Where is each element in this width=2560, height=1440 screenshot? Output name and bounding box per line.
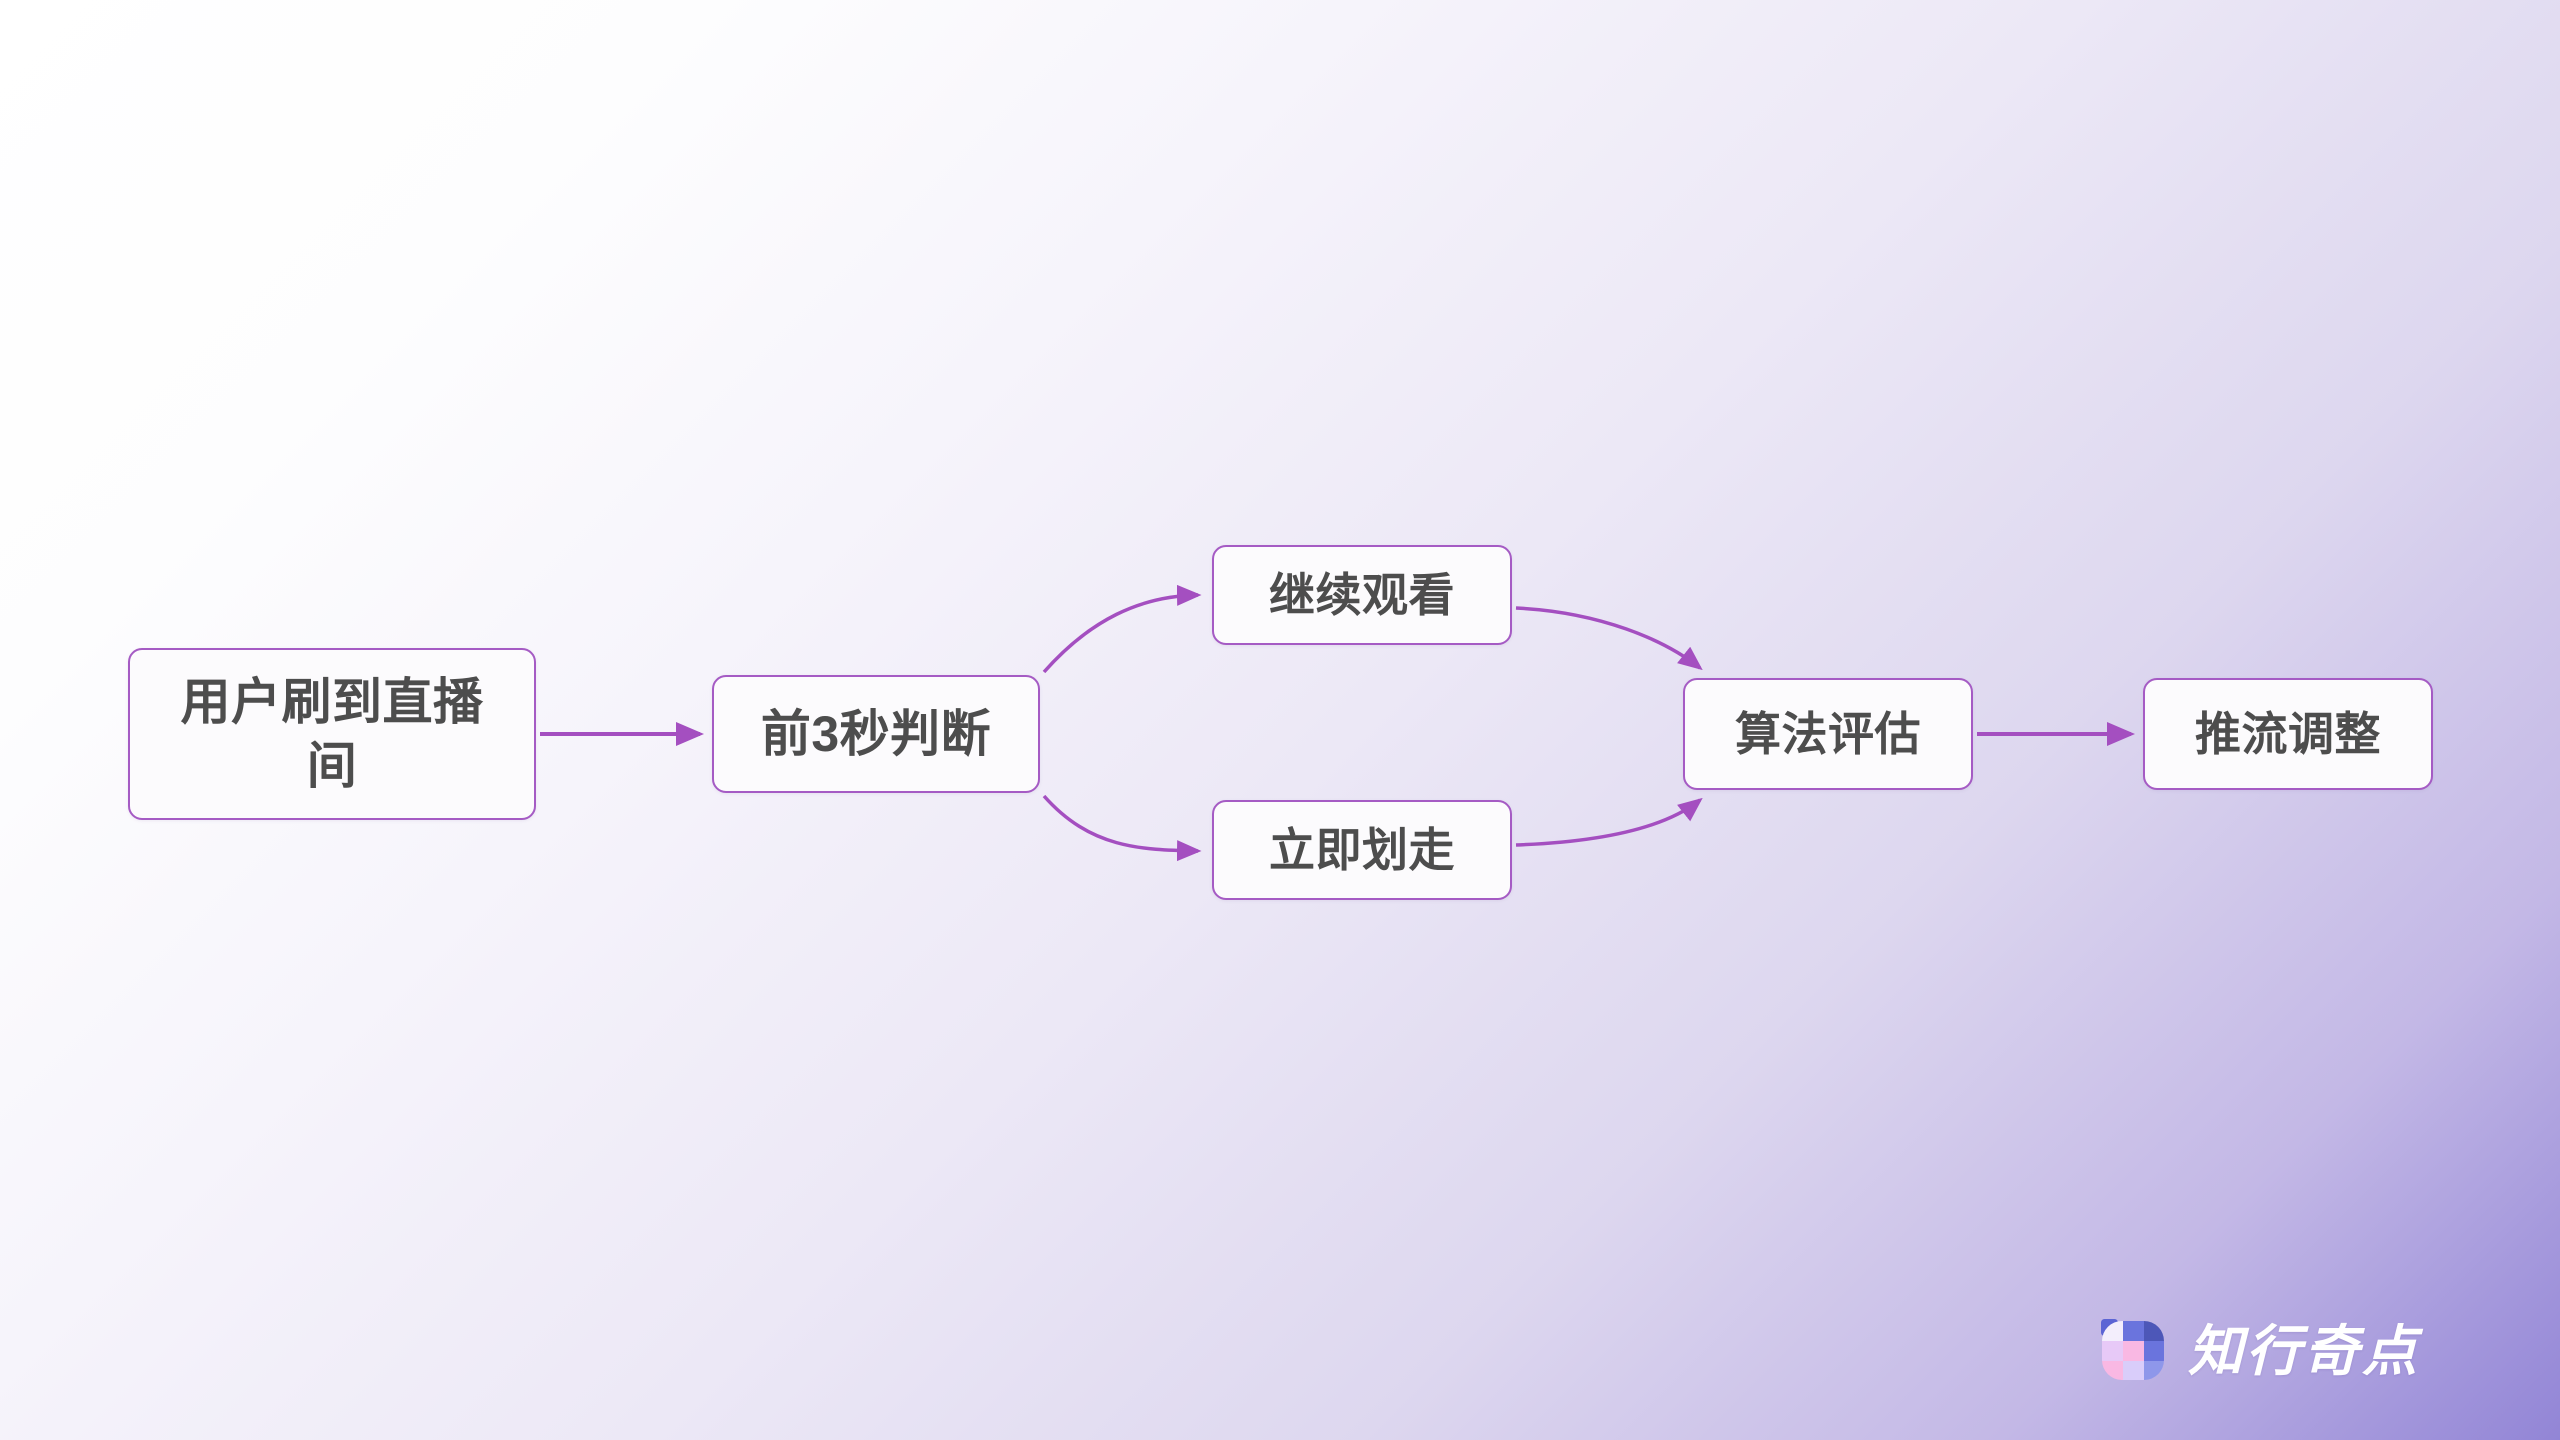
edge-watch-to-algo <box>1515 606 1703 671</box>
flow-node-continue-watching[interactable]: 继续观看 <box>1212 545 1512 645</box>
flow-node-judge-label: 前3秒判断 <box>760 706 992 762</box>
flow-node-stream-adjustment-label: 推流调整 <box>2195 707 2381 760</box>
edge-judge-to-swipe <box>1042 794 1202 862</box>
flow-node-algorithm-evaluation[interactable]: 算法评估 <box>1683 678 1973 790</box>
flow-node-algorithm-evaluation-label: 算法评估 <box>1735 707 1921 760</box>
watermark-brand-text: 知行奇点 <box>2188 1319 2421 1382</box>
flow-node-start[interactable]: 用户刷到直播 间 <box>128 648 536 820</box>
watermark: 知行奇点 <box>2100 1318 2420 1384</box>
edge-swipe-to-algo <box>1515 797 1703 847</box>
edge-judge-to-watch <box>1042 584 1202 674</box>
flow-node-stream-adjustment[interactable]: 推流调整 <box>2143 678 2433 790</box>
flow-node-judge[interactable]: 前3秒判断 <box>712 675 1040 793</box>
flow-node-swipe-away[interactable]: 立即划走 <box>1212 800 1512 900</box>
flow-node-swipe-away-label: 立即划走 <box>1269 823 1455 876</box>
squares-logo-icon <box>2101 1319 2164 1380</box>
flow-node-continue-watching-label: 继续观看 <box>1269 568 1455 621</box>
flow-node-start-label: 用户刷到直播 间 <box>180 674 484 794</box>
